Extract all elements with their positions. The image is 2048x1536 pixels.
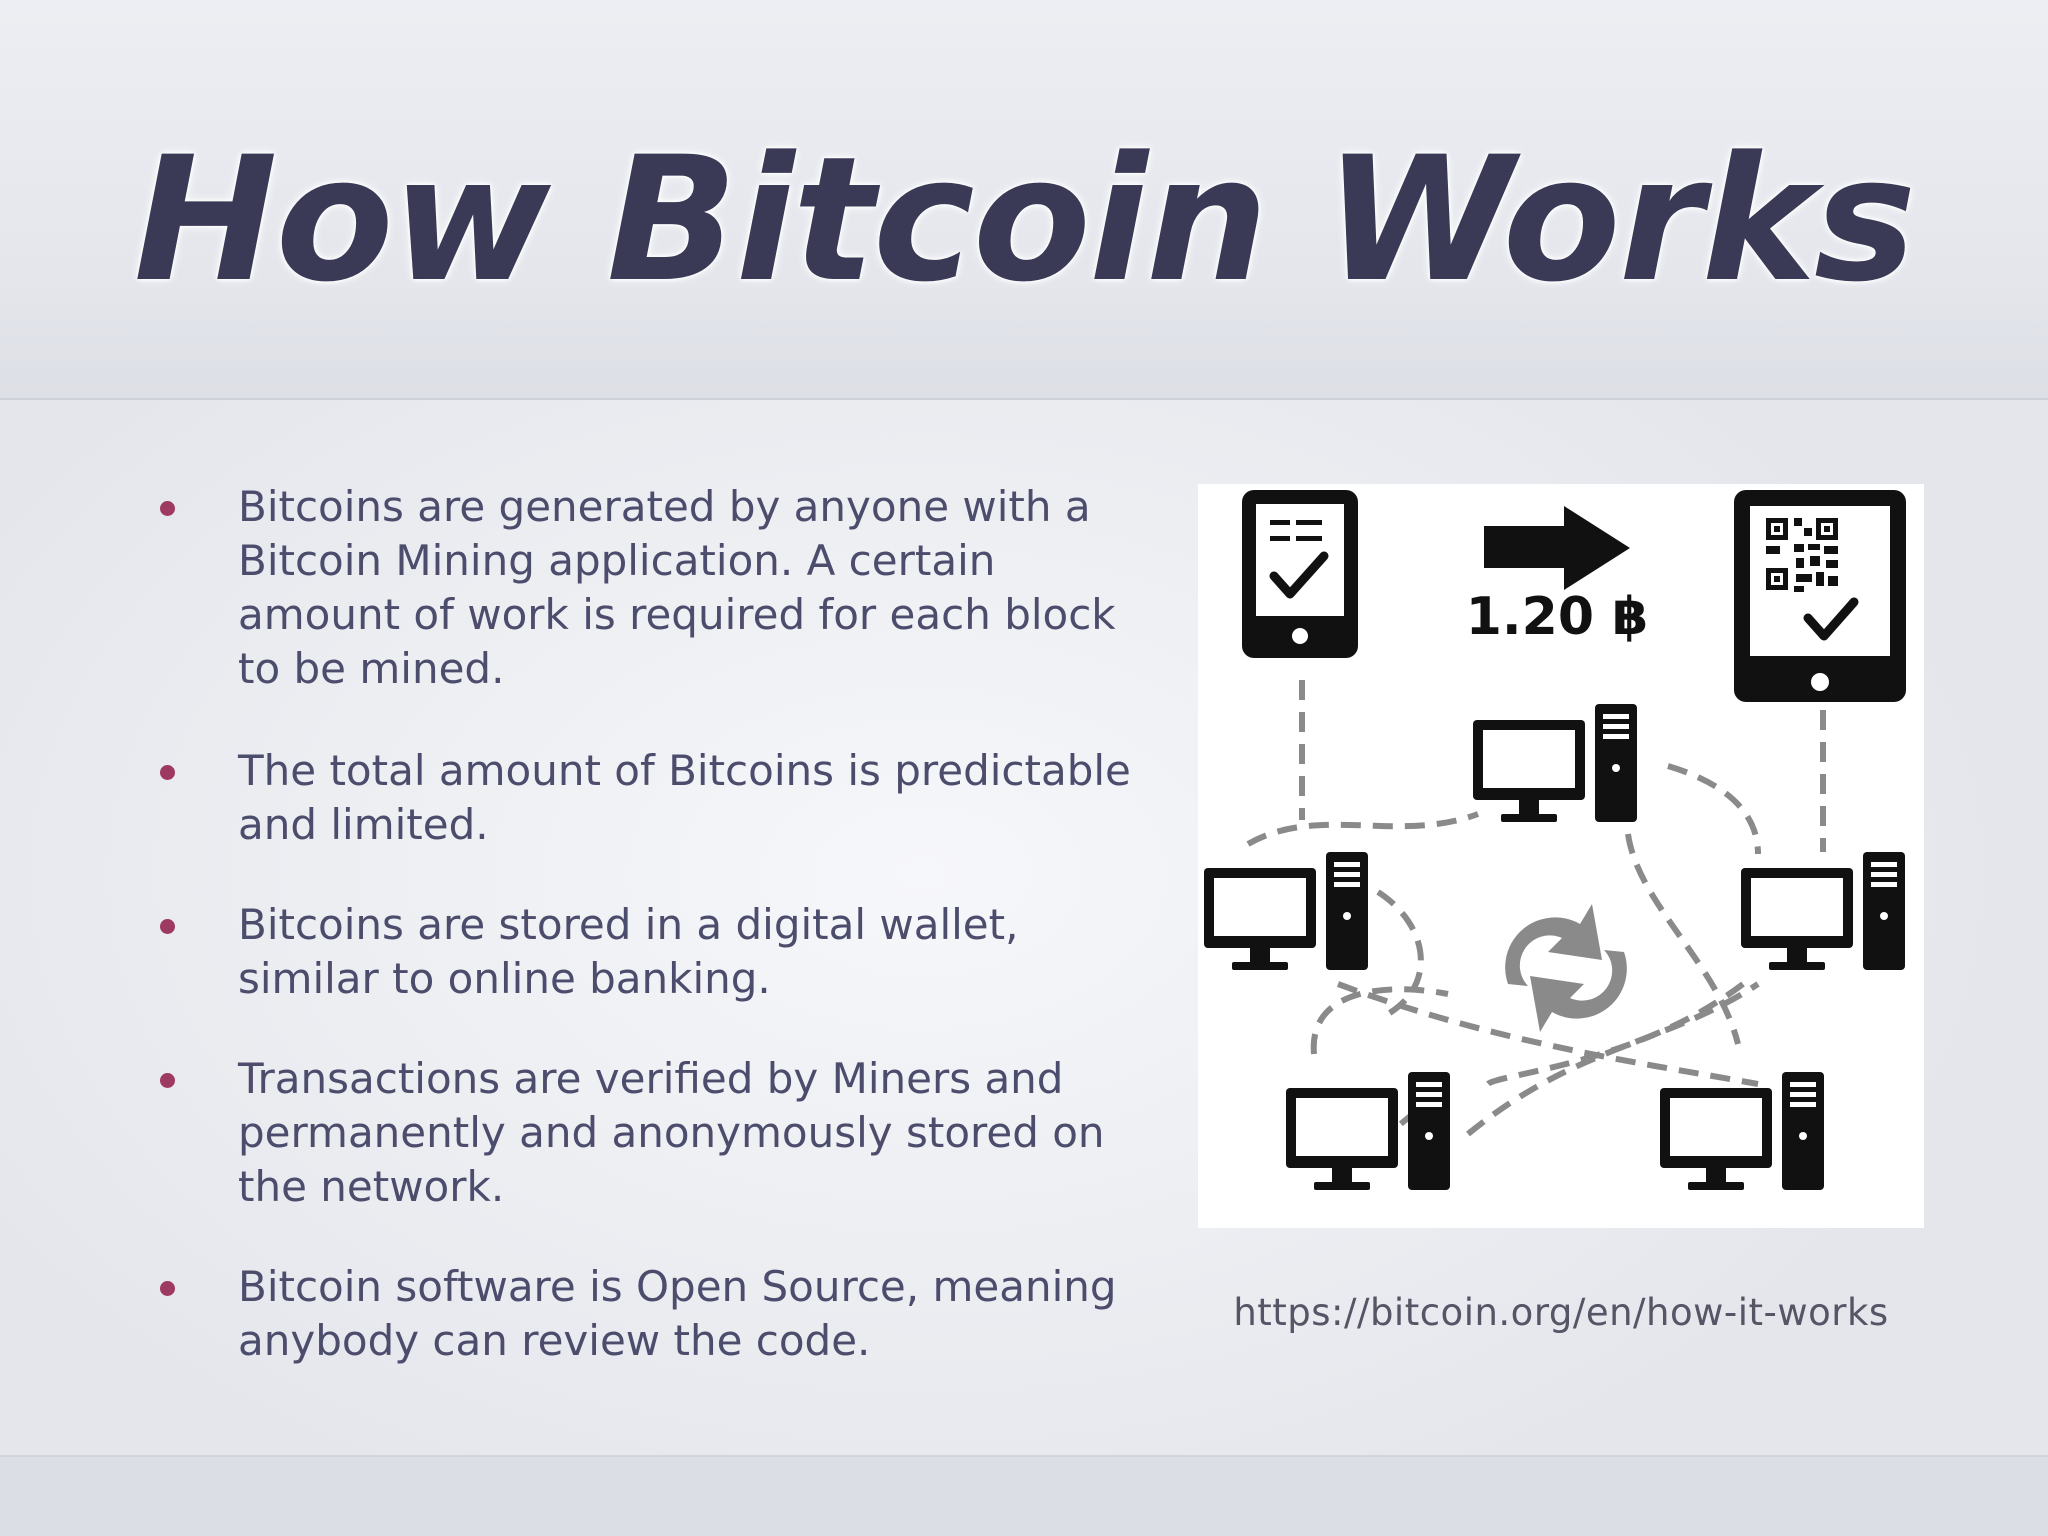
bullet-text: Bitcoins are stored in a digital wallet,… <box>238 900 1019 1003</box>
bottom-band <box>0 1457 2048 1536</box>
checkmark-icon <box>1803 597 1859 641</box>
bullet-dot-icon <box>160 765 175 780</box>
bullet-dot-icon <box>160 919 175 934</box>
computer-icon <box>1473 704 1637 822</box>
network-diagram-svg: 1.20 ฿ <box>1204 490 1906 1190</box>
sync-icon <box>1505 904 1627 1032</box>
bullet-item: Bitcoins are generated by anyone with a … <box>160 480 1158 696</box>
bullet-item: Bitcoin software is Open Source, meaning… <box>160 1260 1158 1368</box>
bullet-item: The total amount of Bitcoins is predicta… <box>160 744 1158 852</box>
bullet-dot-icon <box>160 501 175 516</box>
qr-code-icon <box>1766 518 1838 592</box>
amount-label: 1.20 ฿ <box>1466 587 1649 647</box>
computer-icon <box>1660 1072 1824 1190</box>
network-connections <box>1246 680 1826 1147</box>
title-band <box>0 0 2048 400</box>
computer-icon <box>1286 1072 1450 1190</box>
bullet-text: The total amount of Bitcoins is predicta… <box>238 746 1131 849</box>
sender-phone-icon <box>1242 490 1358 658</box>
slide-title: How Bitcoin Works <box>133 119 1917 320</box>
bullet-text: Bitcoins are generated by anyone with a … <box>238 482 1116 693</box>
arrow-right-icon <box>1484 506 1630 590</box>
source-url[interactable]: https://bitcoin.org/en/how-it-works <box>1233 1291 1889 1334</box>
bullet-dot-icon <box>160 1073 175 1088</box>
bullet-text: Bitcoin software is Open Source, meaning… <box>238 1262 1117 1365</box>
bullet-text: Transactions are verified by Miners and … <box>238 1054 1105 1211</box>
bitcoin-network-diagram: 1.20 ฿ <box>1198 484 1924 1228</box>
bullet-item: Transactions are verified by Miners and … <box>160 1052 1158 1214</box>
bullet-item: Bitcoins are stored in a digital wallet,… <box>160 898 1158 1006</box>
computer-icon <box>1741 852 1905 970</box>
receiver-phone-icon <box>1734 490 1906 702</box>
computer-icon <box>1204 852 1368 970</box>
bullet-dot-icon <box>160 1281 175 1296</box>
